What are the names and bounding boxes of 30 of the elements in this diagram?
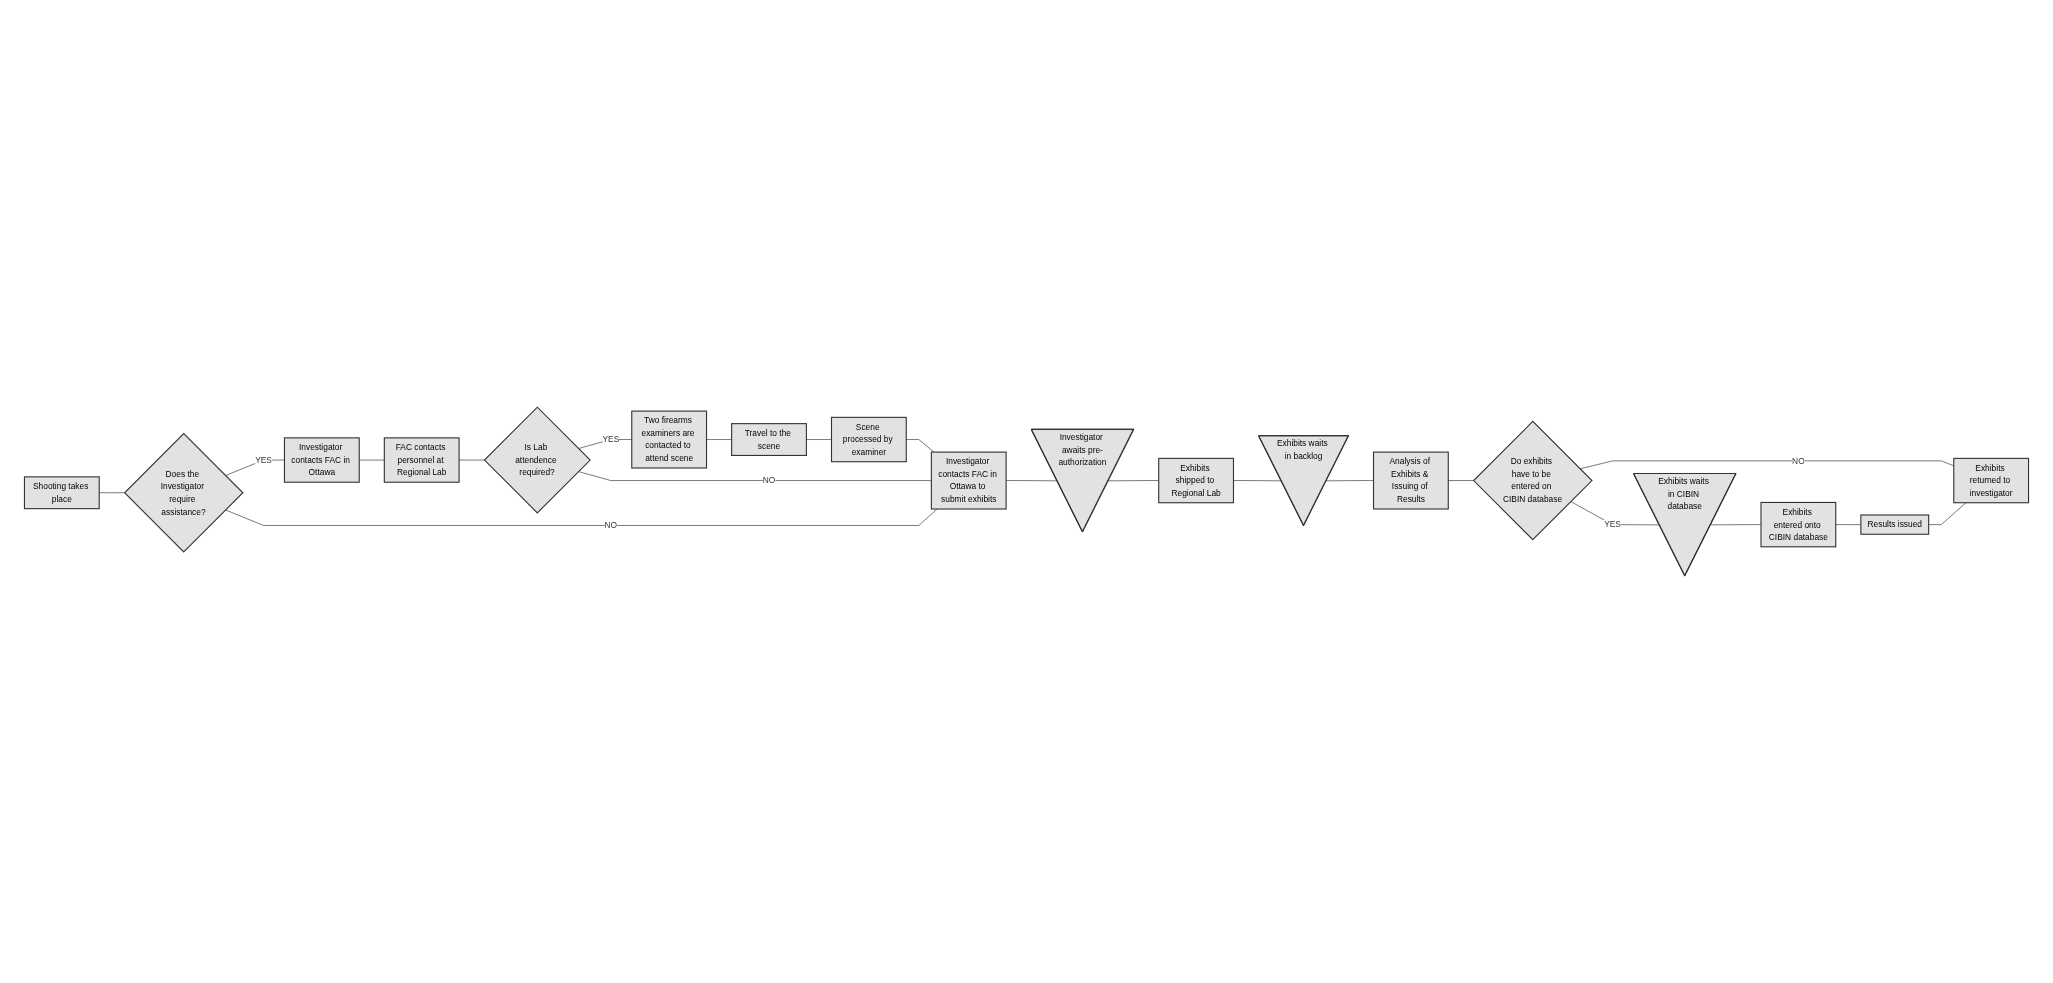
node-box: Exhibits entered onto CIBIN database (1760, 501, 1837, 548)
connector (906, 439, 935, 453)
edge-label: NO (604, 520, 618, 530)
connector (706, 439, 732, 440)
node-box: Analysis of Exhibits & Issuing of Results (1372, 451, 1449, 510)
connector (1233, 480, 1282, 482)
node-diamond: Is Lab attendence required? (483, 406, 591, 514)
node-box: Investigator contacts FAC in Ottawa to submit exhibits (930, 451, 1007, 510)
node-diamond: Do exhibits have to be entered on CIBIN database (1472, 420, 1593, 541)
connector (1448, 480, 1474, 481)
edge-label: NO (762, 475, 776, 485)
edge-label: YES (255, 454, 272, 465)
node-box: Two firearms examiners are contacted to attend scene (631, 410, 708, 469)
node-box: Exhibits shipped to Regional Lab (1158, 457, 1235, 504)
edge-label: YES (602, 434, 620, 444)
connector (1108, 480, 1159, 482)
node-box: FAC contacts personnel at Regional Lab (383, 437, 460, 483)
edge-label: NO (1792, 455, 1805, 466)
node-diamond: Does the Investigator require assistance? (123, 432, 244, 553)
node-box: Results issued (1860, 514, 1930, 535)
node-box: Exhibits returned to investigator (1953, 457, 2030, 504)
connector (225, 508, 938, 526)
node-box: Investigator contacts FAC in Ottawa (283, 437, 360, 483)
connector (1928, 502, 1967, 525)
node-box: Shooting takes place (23, 476, 100, 510)
node-box: Travel to the scene (731, 423, 807, 456)
connector (806, 439, 832, 440)
edge-label: YES (1604, 519, 1621, 529)
connector (578, 471, 932, 481)
node-box: Scene processed by examiner (830, 416, 907, 463)
